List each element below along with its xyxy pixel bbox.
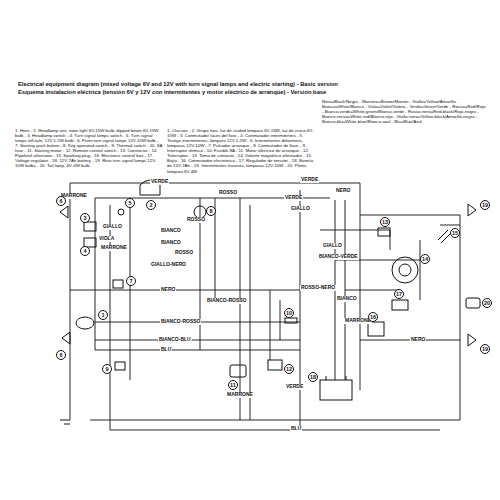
wire-color-label: BIANCO-ROSSO: [206, 298, 247, 304]
wire-color-label: BIANCO: [160, 240, 182, 246]
subtitle: Esquema instalacion eléctrica (tensión 6…: [18, 89, 326, 96]
callout-number: 10: [284, 308, 294, 318]
component-symbols: [60, 180, 480, 424]
callout-number: 19: [480, 200, 490, 210]
wire-color-label: BIANCO-BLU: [158, 337, 192, 343]
wire-color-label: BIANCO-ROSSO: [160, 319, 201, 325]
callout-number: 12: [284, 364, 294, 374]
wire-color-label: VIOLA: [98, 236, 115, 242]
wire-color-label: VERDE: [150, 179, 169, 185]
wire-color-label: ROSSO: [174, 250, 194, 256]
callout-number: 2: [146, 200, 156, 210]
callout-number: 3: [80, 213, 90, 223]
callout-number: 16: [368, 312, 378, 322]
wire-color-label: MARRONE: [226, 392, 254, 398]
callout-number: 11: [228, 380, 238, 390]
callout-number: 13: [380, 217, 390, 227]
callout-number: 20: [482, 298, 492, 308]
wire-color-label: VERDE: [285, 384, 304, 390]
callout-number: 15: [450, 228, 460, 238]
callout-number: 6: [56, 350, 66, 360]
wire-color-label: ROSSO-NERO: [300, 285, 336, 291]
wire-color-label: VERDE: [284, 195, 303, 201]
callout-number: 7: [126, 276, 136, 286]
wire-color-label: BIANCO: [160, 228, 182, 234]
wire-color-label: BIANCO-VERDE: [318, 254, 359, 260]
callout-number: 17: [394, 289, 404, 299]
legend-text: 1. Clacson - 2. Grupo faro, luz de ciuda…: [167, 128, 317, 174]
legend-text: 1. Horn - 2. Headlamp unit, town light 6…: [15, 128, 163, 169]
wire-color-label: VERDE: [300, 177, 319, 183]
wire-color-label: BLU: [290, 426, 302, 432]
callout-number: 9: [102, 364, 112, 374]
wire-color-label: NERO: [335, 188, 351, 194]
callout-number: 1: [98, 310, 108, 320]
callout-number: 8: [206, 206, 216, 216]
diagram-title: Electrical equipment diagram (mixed volt…: [18, 81, 338, 88]
wire-color-label: ROSSO: [186, 217, 206, 223]
legend-text: Nero=Black/Negro - Marrone=Brown/Marrón …: [322, 99, 487, 124]
wire-color-label: ROSSO: [218, 190, 238, 196]
callout-number: 4: [80, 246, 90, 256]
callout-number: 19: [480, 344, 490, 354]
wire-color-label: BIANCO: [336, 296, 358, 302]
wire-color-label: NERO: [160, 287, 176, 293]
wire-color-label: GIALLO: [102, 224, 123, 230]
callout-number: 5: [125, 198, 135, 208]
callout-number: 6: [56, 196, 66, 206]
wire-color-label: GIALLO: [290, 206, 311, 212]
wire-color-label: GIALLO: [322, 243, 343, 249]
wire-color-label: MARRONE: [100, 245, 128, 251]
callout-number: 14: [420, 254, 430, 264]
wire-color-label: GIALLO-NERO: [150, 262, 187, 268]
wire-color-label: BLU: [160, 347, 172, 353]
wire-color-label: NERO: [410, 337, 426, 343]
callout-number: 18: [308, 372, 318, 382]
